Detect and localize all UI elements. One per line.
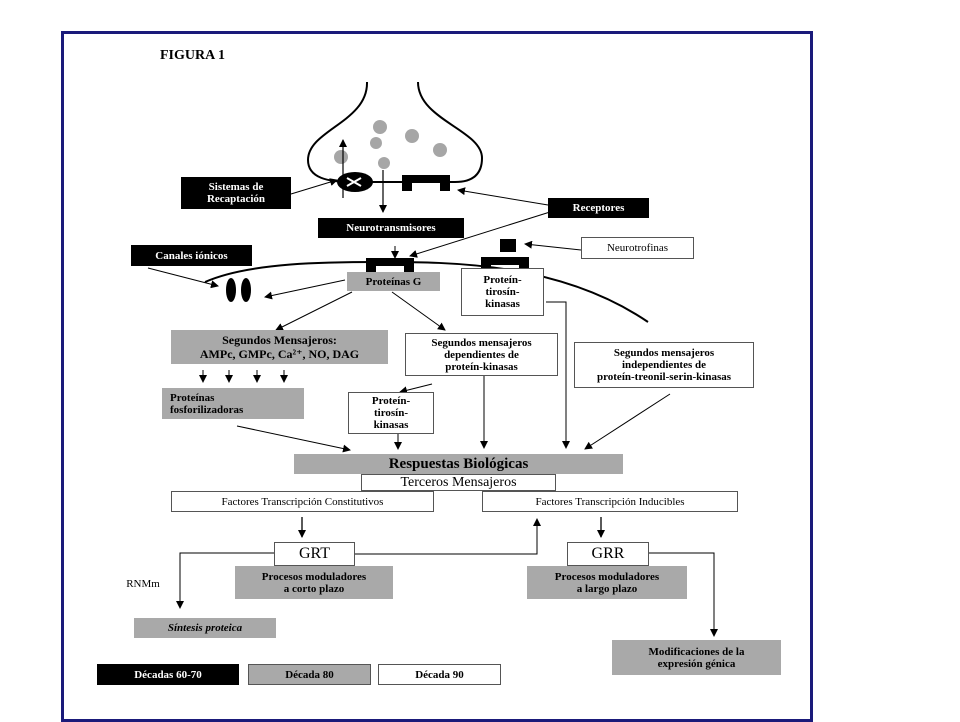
segundos-mensajeros-box: Segundos Mensajeros: AMPc, GMPc, Ca²⁺, N… [171, 330, 388, 364]
respuestas-biologicas-box: Respuestas Biológicas [294, 454, 623, 474]
sintesis-proteica-box: Síntesis proteica [134, 618, 276, 638]
neurotransmisores-box: Neurotransmisores [318, 218, 464, 238]
ft-constitutivos-box: Factores Transcripción Constitutivos [171, 491, 434, 512]
vesicle [373, 120, 387, 134]
segundos-mensajeros-line1: Segundos Mensajeros: [222, 333, 337, 347]
vesicle [370, 137, 382, 149]
vesicle [405, 129, 419, 143]
sm-independientes-line3: proteín-treonil-serin-kinasas [596, 371, 732, 383]
neurotrophin-ligand [500, 239, 516, 252]
modificaciones-box: Modificaciones de la expresión génica [612, 640, 781, 675]
ion-channel [241, 278, 251, 302]
grt-box: GRT [274, 542, 355, 566]
figure-title: FIGURA 1 [160, 48, 225, 63]
sm-independientes-box: Segundos mensajeros independientes de pr… [574, 342, 754, 388]
g-protein-receptor [366, 258, 414, 272]
legend-decadas-60-70: Décadas 60-70 [97, 664, 239, 685]
fosforilizadoras-line1: Proteínas [170, 391, 215, 404]
canales-ionicos-box: Canales iónicos [131, 245, 252, 266]
vesicle [433, 143, 447, 157]
procesos-corto-line1: Procesos moduladores [261, 570, 367, 583]
sistemas-recaptacion-line2: Recaptación [206, 193, 266, 205]
sm-independientes-line2: independientes de [621, 359, 707, 371]
modificaciones-line1: Modificaciones de la [648, 645, 745, 658]
terceros-mensajeros-box: Terceros Mensajeros [361, 474, 556, 491]
presynaptic-terminal [306, 81, 484, 183]
procesos-largo-line1: Procesos moduladores [554, 570, 660, 583]
fosforilizadoras-line2: fosforilizadoras [170, 403, 244, 416]
ptk-top-line1: Proteín- [483, 274, 522, 286]
sm-dependientes-line2: dependientes de [444, 348, 519, 361]
neurotrofinas-box: Neurotrofinas [581, 237, 694, 259]
legend-decada-80: Década 80 [248, 664, 371, 685]
trk-receptor [481, 257, 529, 271]
ptk-mid-line2: tirosín- [373, 407, 409, 419]
ft-inducibles-box: Factores Transcripción Inducibles [482, 491, 738, 512]
procesos-corto-box: Procesos moduladores a corto plazo [235, 566, 393, 599]
procesos-largo-box: Procesos moduladores a largo plazo [527, 566, 687, 599]
postsynaptic-membrane [204, 261, 649, 323]
receptores-box: Receptores [548, 198, 649, 218]
ptk-top-line3: kinasas [485, 298, 520, 310]
sistemas-recaptacion-line1: Sistemas de [208, 181, 264, 193]
rnmm-label: RNMm [126, 578, 160, 590]
ptk-mid-line1: Proteín- [371, 395, 411, 407]
sm-dependientes-line3: proteín-kinasas [445, 360, 518, 373]
segundos-mensajeros-line2: AMPc, GMPc, Ca²⁺, NO, DAG [199, 347, 360, 361]
proteinas-g-box: Proteínas G [347, 272, 440, 291]
legend-decada-90: Década 90 [378, 664, 501, 685]
sm-independientes-line1: Segundos mensajeros [613, 347, 715, 359]
ptk-mid-line3: kinasas [373, 419, 409, 431]
ptk-top-line2: tirosín- [485, 286, 520, 298]
protein-tirosin-kinasas-top-box: Proteín- tirosín- kinasas [461, 268, 544, 316]
procesos-corto-line2: a corto plazo [283, 582, 345, 595]
sistemas-recaptacion-box: Sistemas de Recaptación [181, 177, 291, 209]
procesos-largo-line2: a largo plazo [576, 582, 638, 595]
proteinas-fosforilizadoras-box: Proteínas fosforilizadoras [162, 388, 304, 419]
grr-box: GRR [567, 542, 649, 566]
protein-tirosin-kinasas-mid-box: Proteín- tirosín- kinasas [348, 392, 434, 434]
modificaciones-line2: expresión génica [657, 657, 736, 670]
sm-dependientes-line1: Segundos mensajeros [431, 336, 532, 349]
presynaptic-receptor [402, 175, 450, 191]
sm-dependientes-box: Segundos mensajeros dependientes de prot… [405, 333, 558, 376]
vesicle [334, 150, 348, 164]
ion-channel [226, 278, 236, 302]
vesicle [378, 157, 390, 169]
